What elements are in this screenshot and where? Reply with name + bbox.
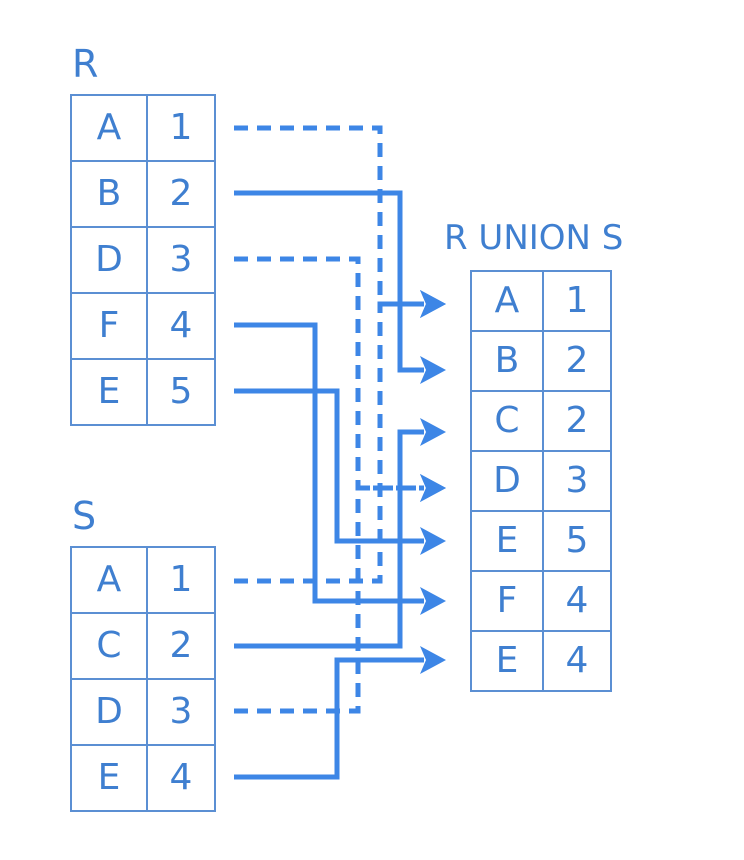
- table-cell-value: 4: [542, 630, 612, 692]
- table-cell-value: 1: [542, 270, 612, 332]
- table-row: F 4: [470, 570, 612, 632]
- arrowhead-icon: [420, 356, 446, 384]
- table-cell-value: 2: [542, 390, 612, 452]
- relation-s-table: A 1 C 2 D 3 E 4: [70, 546, 216, 812]
- arrow-line: [234, 322, 424, 604]
- table-cell-value: 3: [146, 678, 216, 746]
- union-arrow-r-1-to-union-1: [234, 190, 446, 384]
- arrow-line: [234, 190, 424, 373]
- table-row: A 1: [70, 546, 216, 614]
- table-cell-value: 4: [542, 570, 612, 632]
- table-row: B 2: [70, 160, 216, 228]
- table-cell-key: F: [470, 570, 544, 632]
- table-cell-key: D: [470, 450, 544, 512]
- arrow-line: [234, 301, 424, 584]
- arrow-line: [234, 256, 424, 491]
- table-row: E 4: [470, 630, 612, 692]
- arrowhead-icon: [420, 527, 446, 555]
- table-row: B 2: [470, 330, 612, 392]
- union-arrow-r-3-to-union-5: [234, 322, 446, 615]
- union-arrow-s-2-to-union-3: [234, 474, 446, 714]
- table-row: A 1: [70, 94, 216, 162]
- table-row: E 5: [470, 510, 612, 572]
- table-cell-key: B: [70, 160, 148, 228]
- union-arrow-r-0-to-union-0: [234, 125, 446, 318]
- table-cell-key: D: [70, 678, 148, 746]
- relation-r-table: A 1 B 2 D 3 F 4 E 5: [70, 94, 216, 426]
- arrowhead-icon: [420, 418, 446, 446]
- union-result-label: R UNION S: [444, 218, 624, 258]
- table-row: D 3: [70, 226, 216, 294]
- arrowhead-icon: [420, 474, 446, 502]
- union-arrow-r-4-to-union-4: [234, 388, 446, 555]
- table-cell-value: 1: [146, 546, 216, 614]
- table-cell-key: E: [470, 630, 544, 692]
- table-cell-value: 3: [542, 450, 612, 512]
- table-cell-key: B: [470, 330, 544, 392]
- table-cell-key: E: [470, 510, 544, 572]
- table-cell-value: 4: [146, 292, 216, 360]
- table-cell-value: 4: [146, 744, 216, 812]
- arrow-line: [234, 429, 424, 649]
- table-cell-key: A: [470, 270, 544, 332]
- arrowhead-icon: [420, 474, 446, 502]
- table-cell-value: 5: [542, 510, 612, 572]
- table-cell-value: 1: [146, 94, 216, 162]
- table-cell-value: 2: [146, 160, 216, 228]
- table-cell-value: 2: [542, 330, 612, 392]
- table-row: C 2: [470, 390, 612, 452]
- table-row: E 5: [70, 358, 216, 426]
- table-cell-value: 3: [146, 226, 216, 294]
- arrow-line: [234, 125, 424, 307]
- relation-s-label: S: [72, 494, 97, 538]
- table-cell-key: C: [470, 390, 544, 452]
- table-cell-key: C: [70, 612, 148, 680]
- arrow-line: [234, 485, 424, 714]
- union-arrow-r-2-to-union-3: [234, 256, 446, 502]
- table-cell-key: F: [70, 292, 148, 360]
- arrow-line: [234, 657, 424, 780]
- arrowhead-icon: [420, 290, 446, 318]
- table-cell-key: D: [70, 226, 148, 294]
- table-row: C 2: [70, 612, 216, 680]
- table-row: F 4: [70, 292, 216, 360]
- table-cell-value: 2: [146, 612, 216, 680]
- union-result-table: A 1 B 2 C 2 D 3 E 5 F 4 E 4: [470, 270, 612, 692]
- union-arrow-s-1-to-union-2: [234, 418, 446, 649]
- table-row: A 1: [470, 270, 612, 332]
- table-cell-key: A: [70, 94, 148, 162]
- table-cell-key: E: [70, 358, 148, 426]
- arrow-line: [234, 388, 424, 544]
- relation-r-label: R: [72, 42, 99, 86]
- table-row: E 4: [70, 744, 216, 812]
- union-arrow-s-3-to-union-6: [234, 646, 446, 780]
- table-row: D 3: [470, 450, 612, 512]
- union-arrow-s-0-to-union-0: [234, 290, 446, 584]
- arrowhead-icon: [420, 290, 446, 318]
- arrowhead-icon: [420, 646, 446, 674]
- arrowhead-icon: [420, 587, 446, 615]
- table-row: D 3: [70, 678, 216, 746]
- table-cell-key: A: [70, 546, 148, 614]
- table-cell-key: E: [70, 744, 148, 812]
- table-cell-value: 5: [146, 358, 216, 426]
